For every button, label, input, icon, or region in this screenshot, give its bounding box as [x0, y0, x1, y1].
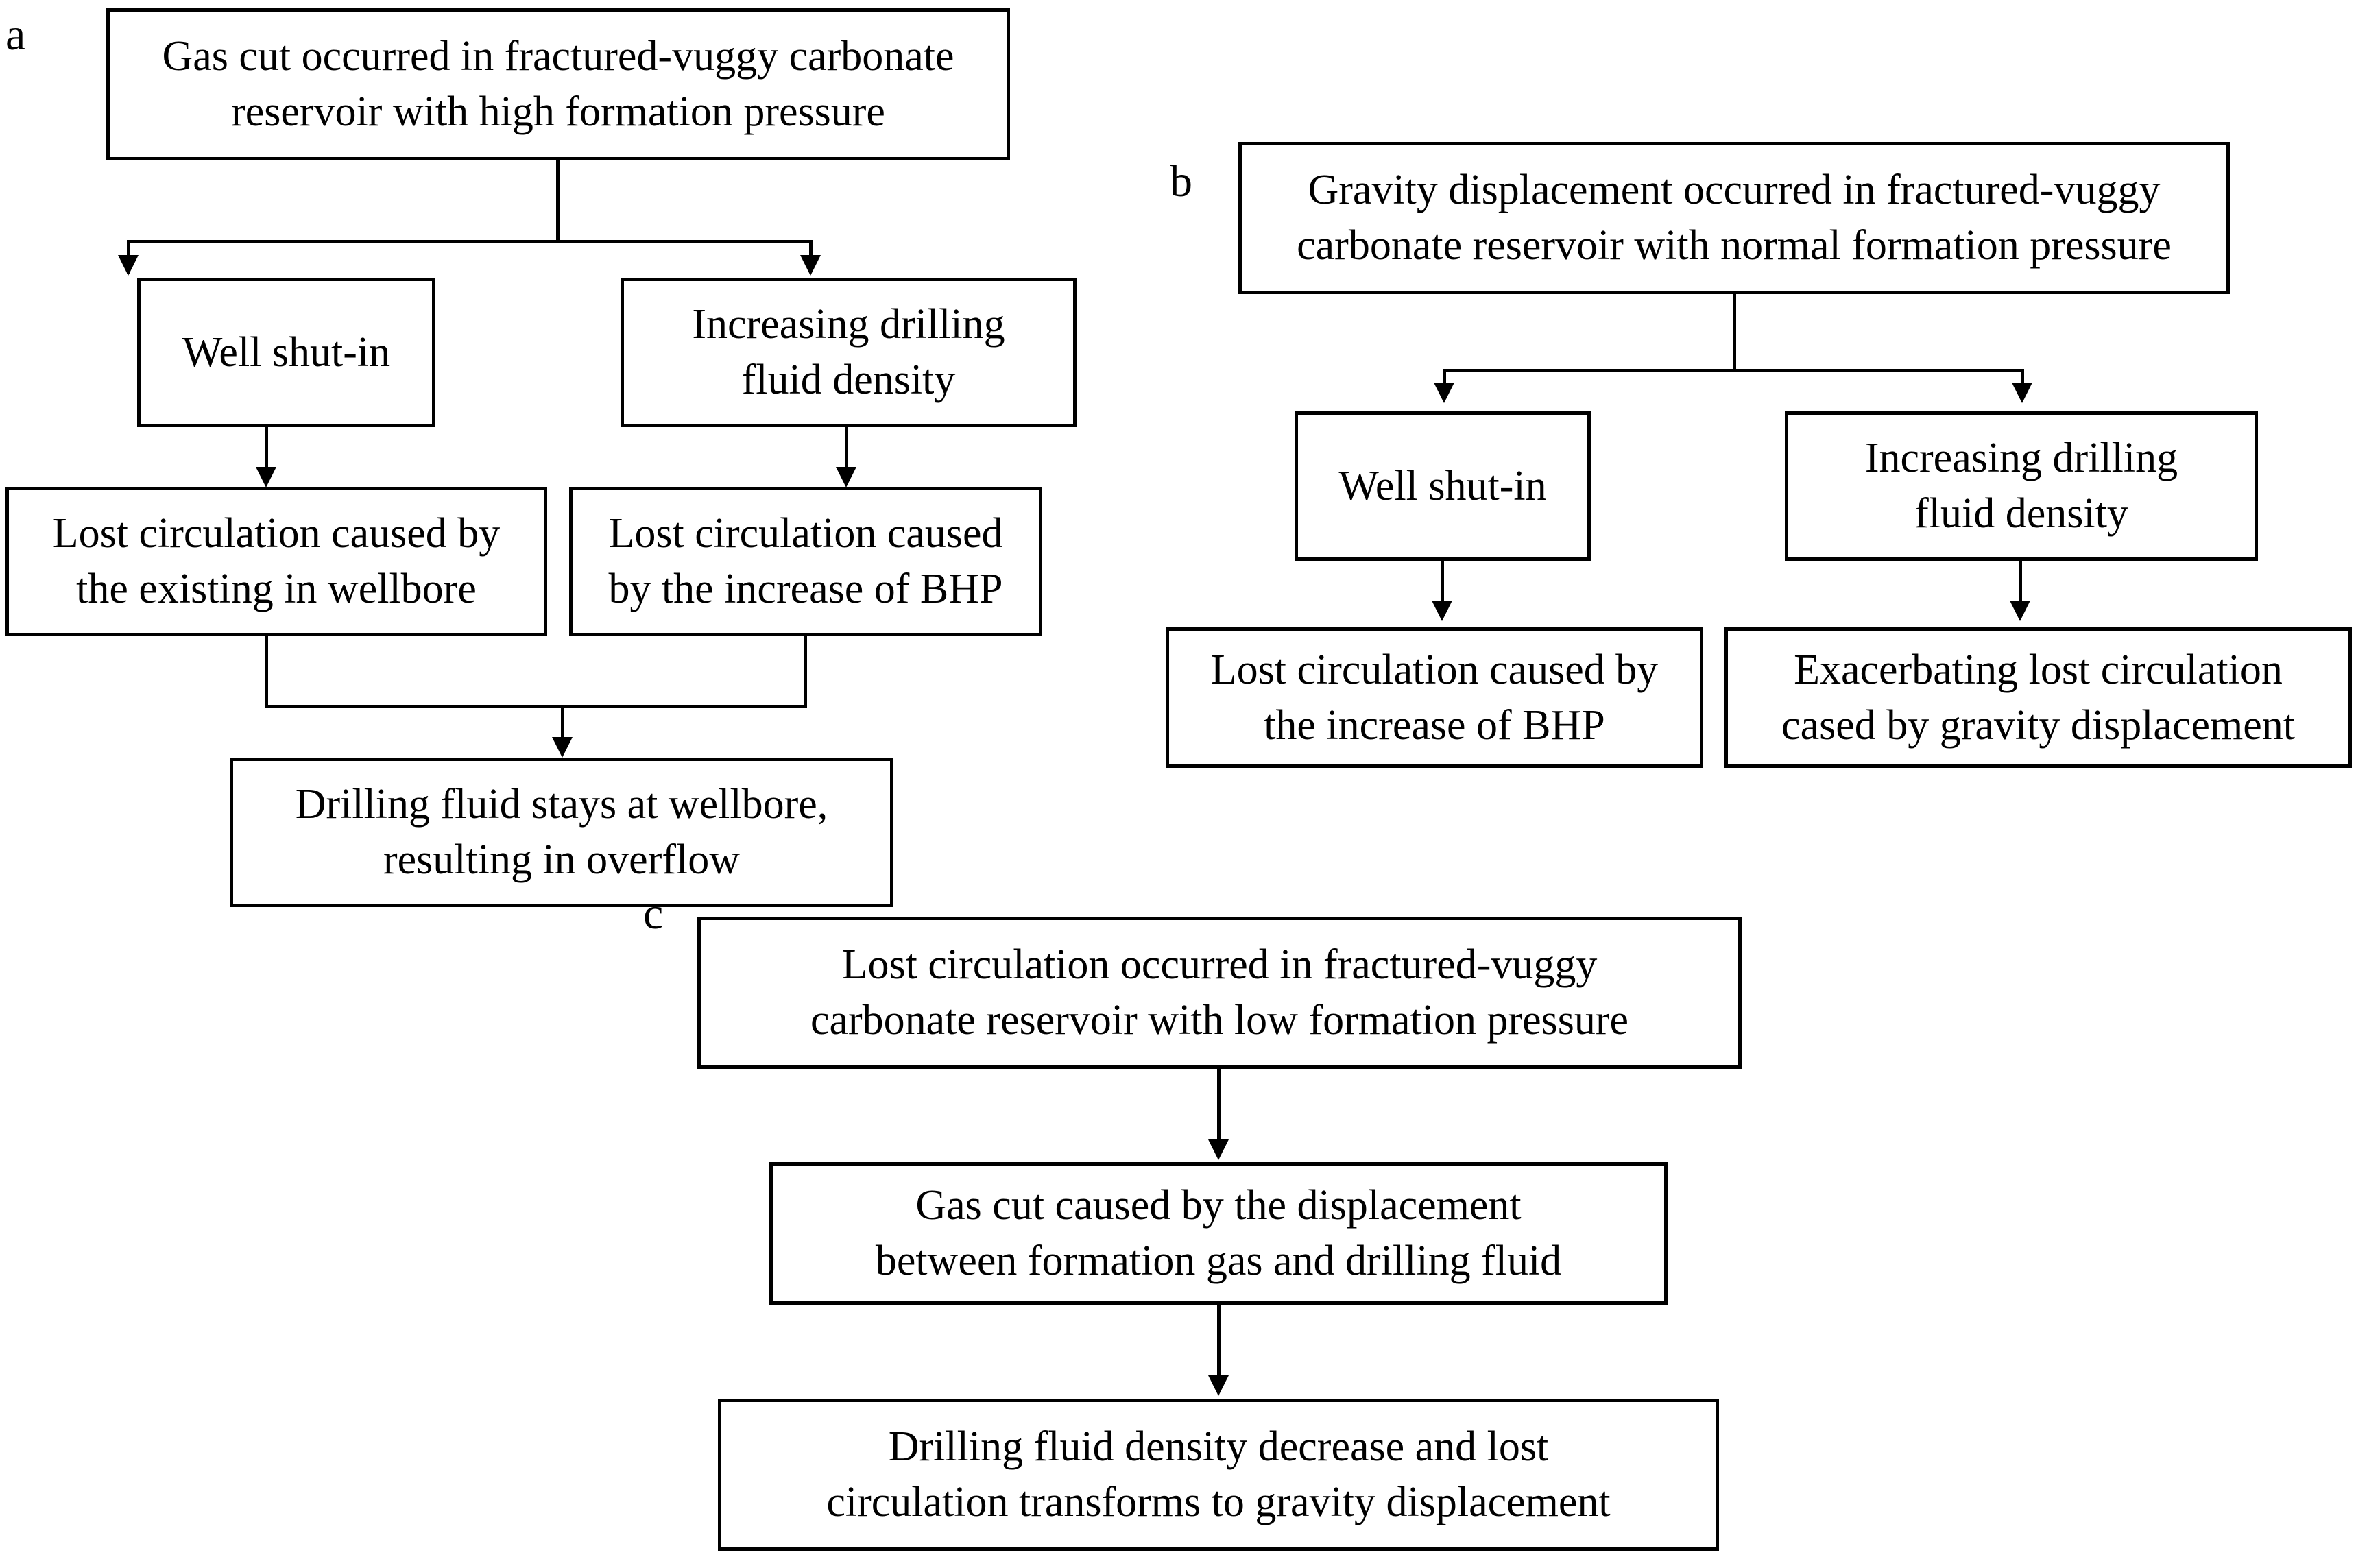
panel-label-c: c: [643, 889, 664, 939]
node-a2-text: Well shut-in: [182, 328, 391, 376]
edge-b1-bus: [1443, 369, 2024, 372]
edge-merge-bus-a: [265, 705, 807, 708]
node-b5-text: Exacerbating lost circulation cased by g…: [1781, 646, 2295, 749]
node-b3[interactable]: Increasing drilling fluid density: [1785, 411, 2258, 561]
node-b4-text: Lost circulation caused by the increase …: [1210, 646, 1659, 749]
edge-b3-b5-shaft: [2019, 561, 2022, 603]
edge-a3-a5-shaft: [845, 427, 848, 470]
node-a1[interactable]: Gas cut occurred in fractured-vuggy carb…: [106, 8, 1010, 160]
arrowhead-a2-a4: [256, 467, 276, 487]
edge-merge-to-a6: [561, 705, 564, 748]
node-a6[interactable]: Drilling fluid stays at wellbore, result…: [230, 758, 893, 907]
edge-b2-b4-shaft: [1441, 561, 1444, 603]
edge-a5-merge-drop: [804, 636, 807, 708]
edge-a4-merge-drop: [265, 636, 268, 708]
arrowhead-b3-b5: [2010, 601, 2030, 621]
arrowhead-c1-c2: [1208, 1139, 1229, 1160]
node-a2[interactable]: Well shut-in: [137, 278, 435, 427]
edge-c1-c2-shaft: [1217, 1069, 1221, 1144]
a-right-branch-shaft: [809, 240, 813, 255]
panel-label-b: b: [1170, 156, 1192, 206]
edge-a1-bus: [127, 240, 813, 243]
arrowhead-a3-a5: [836, 467, 856, 487]
node-a6-text: Drilling fluid stays at wellbore, result…: [295, 781, 828, 883]
node-c3[interactable]: Drilling fluid density decrease and lost…: [718, 1399, 1719, 1551]
arrowhead-a1-a3: [800, 255, 821, 276]
edge-c2-c3-shaft: [1217, 1305, 1221, 1380]
node-c2-text: Gas cut caused by the displacement betwe…: [875, 1182, 1562, 1284]
node-b2-text: Well shut-in: [1338, 462, 1547, 509]
node-a5-text: Lost circulation caused by the increase …: [608, 510, 1003, 612]
node-c1[interactable]: Lost circulation occurred in fractured-v…: [697, 917, 1742, 1069]
edge-b1-left-arm: [1443, 369, 1446, 384]
node-a3-text: Increasing drilling fluid density: [692, 301, 1005, 403]
node-c1-text: Lost circulation occurred in fractured-v…: [810, 941, 1629, 1044]
edge-a1-stem: [556, 160, 560, 243]
node-b4[interactable]: Lost circulation caused by the increase …: [1166, 627, 1703, 768]
panel-label-a: a: [5, 10, 26, 60]
node-a5[interactable]: Lost circulation caused by the increase …: [569, 487, 1042, 636]
edge-a2-a4-shaft: [265, 427, 268, 470]
node-a4[interactable]: Lost circulation caused by the existing …: [5, 487, 547, 636]
arrowhead-a1-a2: [118, 255, 139, 276]
node-b1[interactable]: Gravity displacement occurred in fractur…: [1238, 142, 2230, 294]
node-a3[interactable]: Increasing drilling fluid density: [621, 278, 1077, 427]
node-b1-text: Gravity displacement occurred in fractur…: [1297, 167, 2172, 269]
node-a1-text: Gas cut occurred in fractured-vuggy carb…: [162, 33, 954, 135]
arrowhead-merge-a6: [552, 737, 573, 758]
node-a4-text: Lost circulation caused by the existing …: [52, 510, 501, 612]
arrowhead-b1-b3: [2012, 383, 2032, 403]
node-b5[interactable]: Exacerbating lost circulation cased by g…: [1724, 627, 2352, 768]
node-b2[interactable]: Well shut-in: [1295, 411, 1591, 561]
node-b3-text: Increasing drilling fluid density: [1864, 435, 2178, 537]
arrowhead-c2-c3: [1208, 1375, 1229, 1396]
node-c2[interactable]: Gas cut caused by the displacement betwe…: [769, 1162, 1668, 1305]
arrowhead-b1-b2: [1434, 383, 1454, 403]
edge-b1-right-arm: [2021, 369, 2024, 384]
node-c3-text: Drilling fluid density decrease and lost…: [826, 1423, 1611, 1525]
arrowhead-b2-b4: [1432, 601, 1452, 621]
edge-b1-stem: [1733, 294, 1736, 372]
